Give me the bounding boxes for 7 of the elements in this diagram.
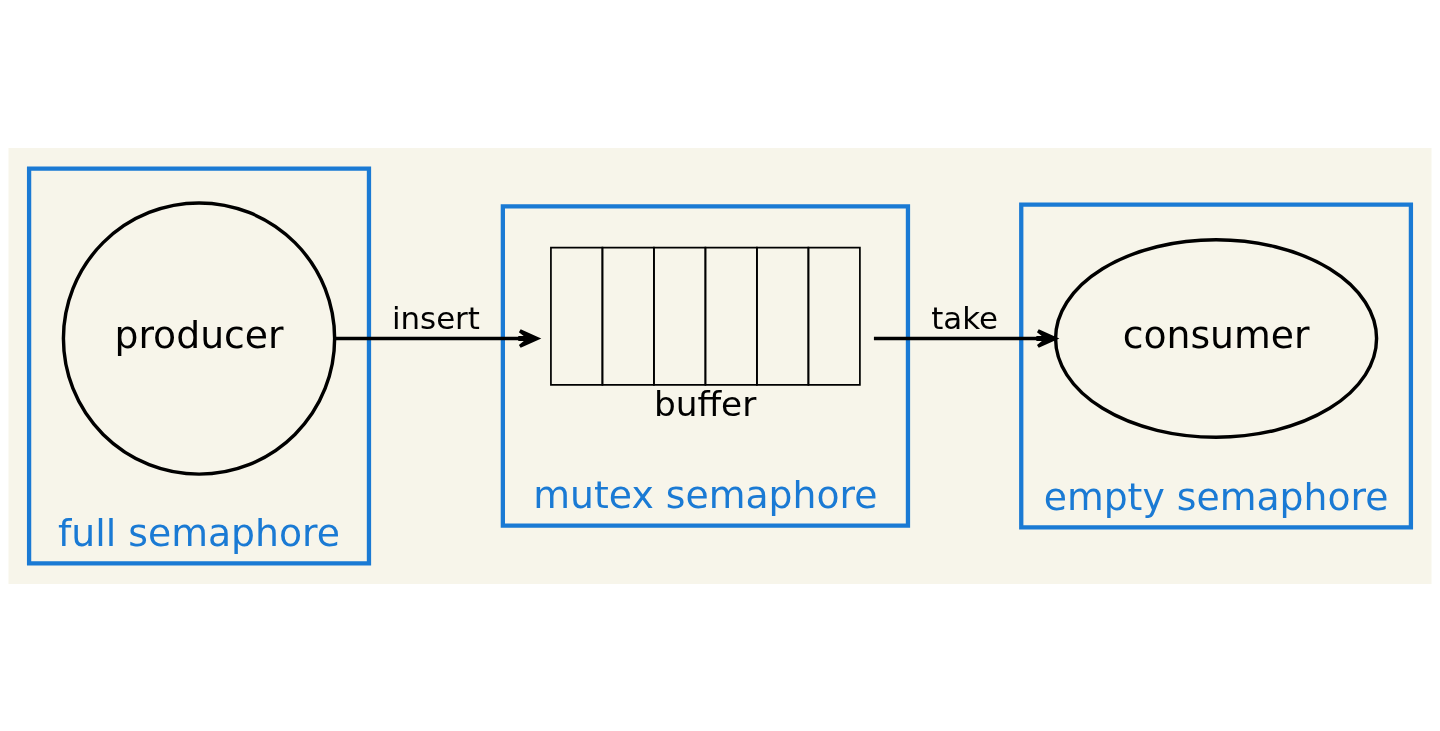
arrow <box>873 328 1057 348</box>
edge-label: insert <box>391 299 480 336</box>
node-circle: producer <box>61 200 337 476</box>
arrow <box>334 328 539 348</box>
node-label: buffer <box>653 383 757 424</box>
edge-label: take <box>931 299 999 336</box>
node-ellipse: consumer <box>1053 237 1379 439</box>
